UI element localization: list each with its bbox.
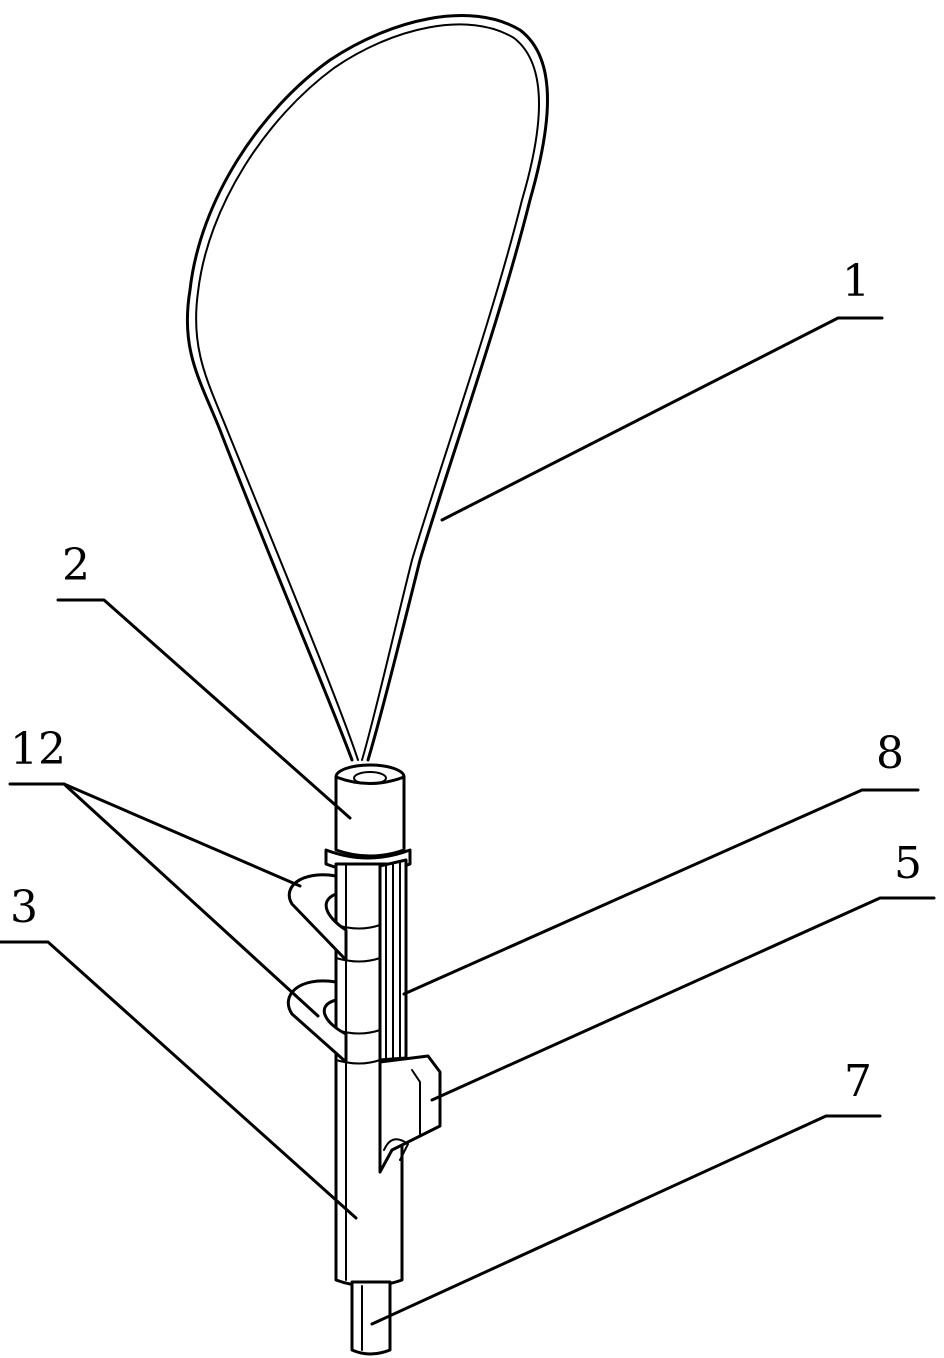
lock-block-face: [411, 1069, 421, 1137]
shaft-band-middle: [335, 957, 381, 963]
leader-3: [0, 940, 358, 1220]
clip-upper: [287, 873, 348, 962]
leader-2: [56, 598, 352, 820]
label-7: 7: [844, 1056, 872, 1107]
leader-5: [430, 896, 936, 1102]
leader-8: [402, 788, 920, 996]
leader-7: [370, 1114, 882, 1326]
label-1: 1: [842, 256, 870, 307]
leader-12a: [8, 782, 302, 888]
top-cap-body: [334, 775, 406, 858]
label-2: 2: [62, 540, 90, 591]
wire-loop: [185, 14, 549, 762]
label-8: 8: [876, 728, 904, 779]
label-5: 5: [894, 838, 922, 889]
leader-1: [440, 316, 884, 522]
label-12: 12: [10, 724, 66, 775]
leader-12b: [62, 782, 320, 1018]
wire-loop-inner: [195, 23, 540, 761]
label-3: 3: [10, 882, 38, 933]
lock-block: [378, 1054, 442, 1174]
lock-block-hook: [383, 1138, 409, 1161]
shaft-band-bottom: [335, 1059, 381, 1065]
